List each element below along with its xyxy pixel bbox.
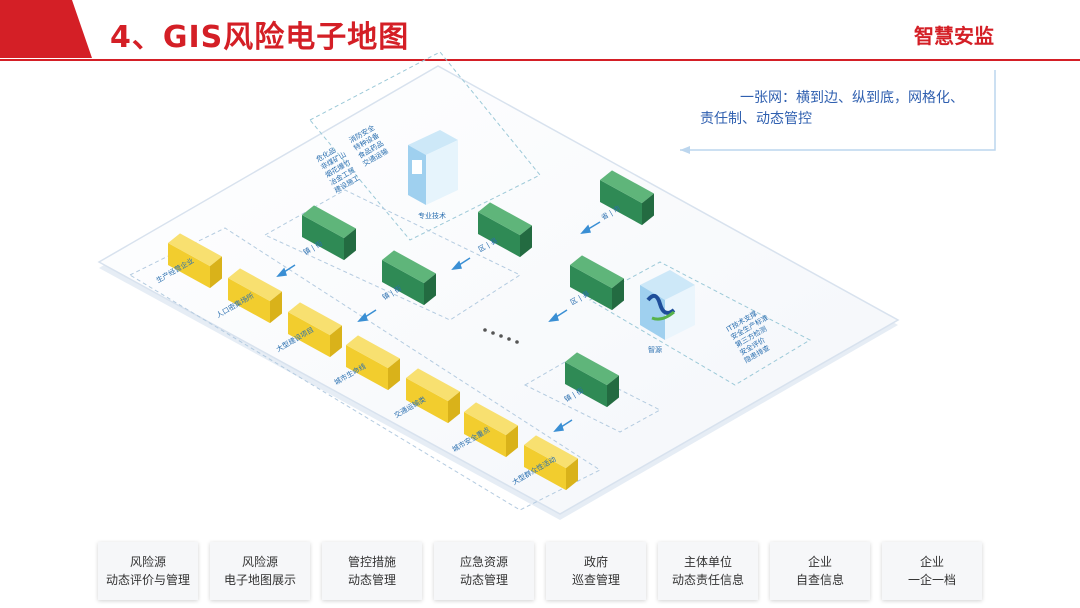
note-line-1: 一张网：横到边、纵到底，网格化、 [740,90,964,106]
town-box [523,361,662,433]
grid-note: 一张网：横到边、纵到底，网格化、 责任制、动态管控 [700,88,970,130]
town-node-2 [382,250,436,306]
expert-label: 专业技术 [418,211,446,220]
feature-card-4[interactable]: 应急资源动态管理 [434,542,534,600]
district-node-2 [570,255,624,311]
smart-label: 智源 [648,345,662,354]
header: 4、GIS风险电子地图 智慧安监 [0,0,1080,62]
feature-card-6[interactable]: 主体单位动态责任信息 [658,542,758,600]
district-node-1 [478,202,532,258]
smart-box-icon [640,270,695,340]
ellipsis-dots [483,328,519,344]
feature-card-title: 企业 [807,555,832,569]
feature-card-subtitle: 巡查管理 [571,573,620,587]
feature-card-subtitle: 一企一档 [907,573,956,587]
brand-label: 智慧安监 [914,24,994,48]
feature-card-1[interactable]: 风险源动态评价与管理 [98,542,198,600]
feature-card-subtitle: 动态管理 [347,573,396,587]
platform [97,65,900,515]
feature-card-2[interactable]: 风险源电子地图展示 [210,542,310,600]
feature-card-title: 企业 [919,555,944,569]
risk-node-4 [346,335,400,391]
risk-node-1 [168,233,222,289]
feature-card-title: 主体单位 [683,555,732,569]
flow-arrows [276,221,601,432]
feature-card-title: 政府 [583,555,608,569]
feature-card-subtitle: 动态评价与管理 [105,573,190,587]
feature-card-subtitle: 自查信息 [795,573,844,587]
city-node [600,170,654,226]
feature-card-8[interactable]: 企业一企一档 [882,542,982,600]
feature-card-5[interactable]: 政府巡查管理 [546,542,646,600]
risk-node-5 [406,368,460,424]
feature-card-title: 风险源 [129,555,166,569]
feature-card-subtitle: 动态责任信息 [671,573,744,587]
expert-building-icon [408,130,458,205]
page-title: 4、GIS风险电子地图 [110,20,410,55]
note-line-2: 责任制、动态管控 [700,111,812,127]
town-node-3 [565,352,619,408]
feature-card-7[interactable]: 企业自查信息 [770,542,870,600]
region-box-1 [263,189,522,321]
feature-card-title: 管控措施 [347,555,396,569]
feature-card-subtitle: 动态管理 [459,573,508,587]
gis-diagram: 省 | 市区 | 县区 | 县镇 | 街镇 | 街镇 | 街生产经营企业人口密集… [97,51,996,520]
town-node-1 [302,205,356,261]
smart-group-box [588,261,812,386]
risk-node-2 [228,268,282,324]
feature-card-3[interactable]: 管控措施动态管理 [322,542,422,600]
header-decoration [0,0,1080,61]
risk-node-6 [464,402,518,458]
feature-cards: 风险源动态评价与管理风险源电子地图展示管控措施动态管理应急资源动态管理政府巡查管… [98,542,998,604]
feature-card-subtitle: 电子地图展示 [223,573,296,587]
risk-node-3 [288,302,342,358]
feature-card-title: 应急资源 [459,555,508,569]
risk-node-7 [524,435,578,491]
feature-card-title: 风险源 [241,555,278,569]
note-bracket [680,70,996,151]
